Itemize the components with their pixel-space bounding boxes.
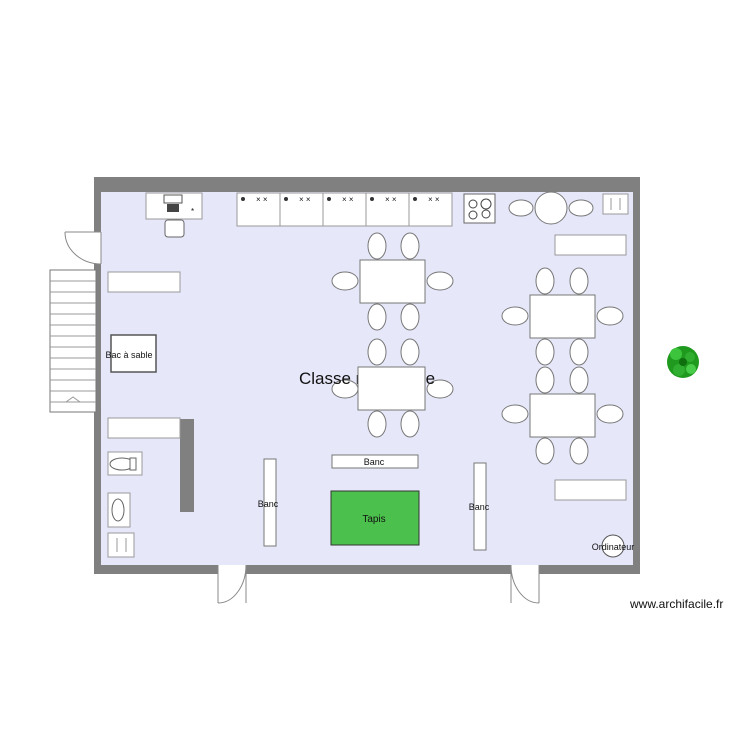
shelf-right-top [554, 234, 627, 256]
door-opening-bottom-left [218, 565, 246, 574]
cabinet-row: × × × × × × × × × × [236, 192, 453, 227]
sink-top-right [602, 193, 629, 215]
table-group-2-top-overlay [357, 366, 426, 411]
svg-text:*: * [191, 207, 194, 216]
shower-tray [107, 532, 135, 558]
shelf-left-middle [107, 417, 181, 439]
computer-icon [601, 534, 625, 558]
plant-icon [667, 346, 699, 378]
svg-text:× ×: × × [342, 195, 354, 204]
door-opening-bottom-right [511, 565, 539, 574]
washbasin [107, 492, 131, 528]
svg-text:× ×: × × [428, 195, 440, 204]
partition-wall [180, 419, 194, 512]
round-table-top [508, 191, 594, 225]
svg-text:× ×: × × [256, 195, 268, 204]
svg-text:× ×: × × [385, 195, 397, 204]
bench-right [473, 462, 487, 551]
bench-left [263, 458, 277, 547]
shelf-right-bottom [554, 479, 627, 501]
sandbox-label: Bac à sable [105, 350, 152, 360]
table-group-4 [501, 366, 624, 465]
table-group-3 [501, 267, 624, 366]
mat [330, 490, 420, 546]
staircase [49, 269, 97, 413]
mat-label: Tapis [362, 514, 385, 525]
svg-text:× ×: × × [299, 195, 311, 204]
desk-top-left: * [145, 192, 203, 238]
computer-label: Ordinateur [592, 542, 635, 552]
sandbox [110, 334, 157, 373]
door-opening-left [94, 232, 101, 264]
door-swing-left [64, 231, 102, 265]
door-swing-bottom-left [217, 564, 247, 604]
watermark-site: www.archifacile.fr [630, 597, 724, 611]
bench-left-label: Banc [258, 499, 279, 509]
toilet [107, 451, 143, 476]
bench-top [331, 454, 419, 469]
bench-right-label: Banc [469, 502, 490, 512]
table-group-1 [331, 232, 454, 331]
cooktop [463, 193, 496, 224]
bench-top-label: Banc [364, 457, 385, 467]
shelf-left-top [107, 271, 181, 293]
door-swing-bottom-right [510, 564, 540, 604]
